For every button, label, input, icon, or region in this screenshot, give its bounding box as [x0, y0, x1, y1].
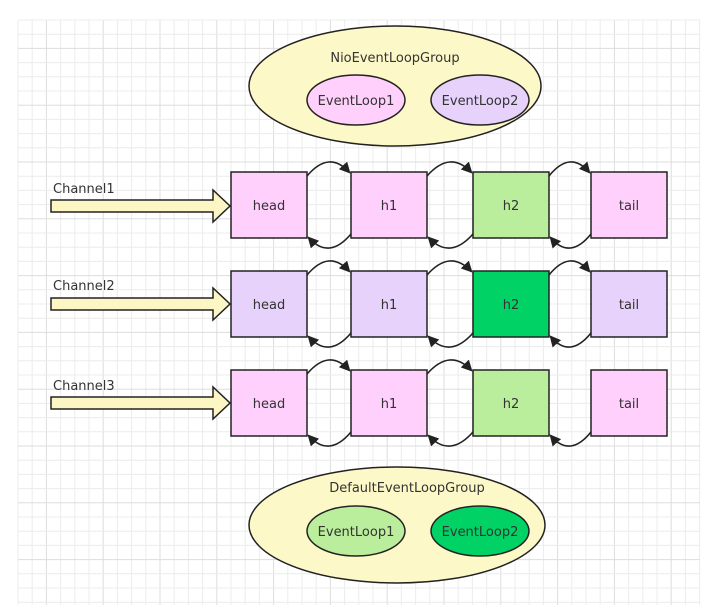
channel-row-2: Channel2 head h1 h2 tail [50, 260, 668, 348]
event-loop-1: EventLoop1 [306, 74, 406, 126]
backward-arrow-icon [549, 332, 592, 348]
nio-event-loop-group: NioEventLoopGroup EventLoop1 EventLoop2 [248, 25, 542, 147]
channel-input-arrow [50, 188, 232, 224]
handler-h1: h1 [350, 171, 428, 239]
group-label: DefaultEventLoopGroup [329, 481, 485, 496]
channel-label: Channel1 [53, 182, 115, 197]
handler-box [472, 369, 550, 437]
channel-rows: Channel1 head h1 h2 tail Channel2 head h1 h2 t… [50, 161, 668, 447]
handler-tail: tail [590, 270, 668, 338]
handler-label: h2 [503, 397, 520, 412]
channel-row-1: Channel1 head h1 h2 tail [50, 161, 668, 249]
handler-h2: h2 [472, 369, 550, 437]
forward-arrow-icon [548, 260, 591, 276]
handler-list: head h1 h2 tail [230, 161, 668, 249]
backward-arrow-icon [549, 431, 592, 447]
forward-arrow-icon [306, 359, 351, 375]
forward-arrow-icon [426, 161, 473, 177]
channel-label: Channel3 [53, 379, 115, 394]
group-label: NioEventLoopGroup [330, 51, 459, 66]
handler-label: head [253, 199, 285, 214]
handler-label: h2 [503, 298, 520, 313]
handler-head: head [230, 369, 308, 437]
handler-box [350, 270, 428, 338]
handler-box [230, 270, 308, 338]
handler-h2: h2 [472, 270, 550, 338]
channel-label: Channel2 [53, 279, 115, 294]
handler-box [350, 369, 428, 437]
handler-head: head [230, 171, 308, 239]
backward-arrow-icon [307, 332, 352, 348]
handler-list: head h1 h2 tail [230, 260, 668, 348]
forward-arrow-icon [548, 161, 591, 177]
forward-arrow-icon [306, 260, 351, 276]
handler-tail: tail [590, 171, 668, 239]
handler-label: tail [619, 298, 639, 313]
backward-arrow-icon [307, 431, 352, 447]
forward-arrow-icon [426, 359, 473, 375]
default-event-loop-group: DefaultEventLoopGroup EventLoop1 EventLo… [248, 466, 546, 584]
backward-arrow-icon [307, 233, 352, 249]
handler-h2: h2 [472, 171, 550, 239]
handler-box [472, 171, 550, 239]
handler-h1: h1 [350, 270, 428, 338]
handler-label: h2 [503, 199, 520, 214]
handler-label: h1 [381, 199, 398, 214]
backward-arrow-icon [427, 233, 474, 249]
handler-label: tail [619, 199, 639, 214]
handler-box [590, 270, 668, 338]
handler-label: head [253, 397, 285, 412]
event-loop-label: EventLoop1 [318, 525, 395, 540]
handler-list: head h1 h2 tail [230, 359, 668, 447]
handler-label: tail [619, 397, 639, 412]
handler-box [230, 171, 308, 239]
handler-box [350, 171, 428, 239]
backward-arrow-icon [427, 332, 474, 348]
event-loop-2: EventLoop2 [430, 74, 530, 126]
event-loop-2: EventLoop2 [430, 505, 530, 557]
forward-arrow-icon [426, 260, 473, 276]
backward-arrow-icon [549, 233, 592, 249]
handler-box [590, 369, 668, 437]
backward-arrow-icon [427, 431, 474, 447]
channel-row-3: Channel3 head h1 h2 tail [50, 359, 668, 447]
handler-box [230, 369, 308, 437]
channel-input-arrow [50, 385, 232, 421]
handler-label: h1 [381, 397, 398, 412]
handler-label: head [253, 298, 285, 313]
event-loop-label: EventLoop2 [442, 525, 519, 540]
event-loop-label: EventLoop2 [442, 94, 519, 109]
handler-head: head [230, 270, 308, 338]
handler-box [472, 270, 550, 338]
event-loop-1: EventLoop1 [306, 505, 406, 557]
handler-h1: h1 [350, 369, 428, 437]
handler-tail: tail [590, 369, 668, 437]
event-loop-label: EventLoop1 [318, 94, 395, 109]
handler-label: h1 [381, 298, 398, 313]
forward-arrow-icon [306, 161, 351, 177]
channel-input-arrow [50, 286, 232, 322]
handler-box [590, 171, 668, 239]
